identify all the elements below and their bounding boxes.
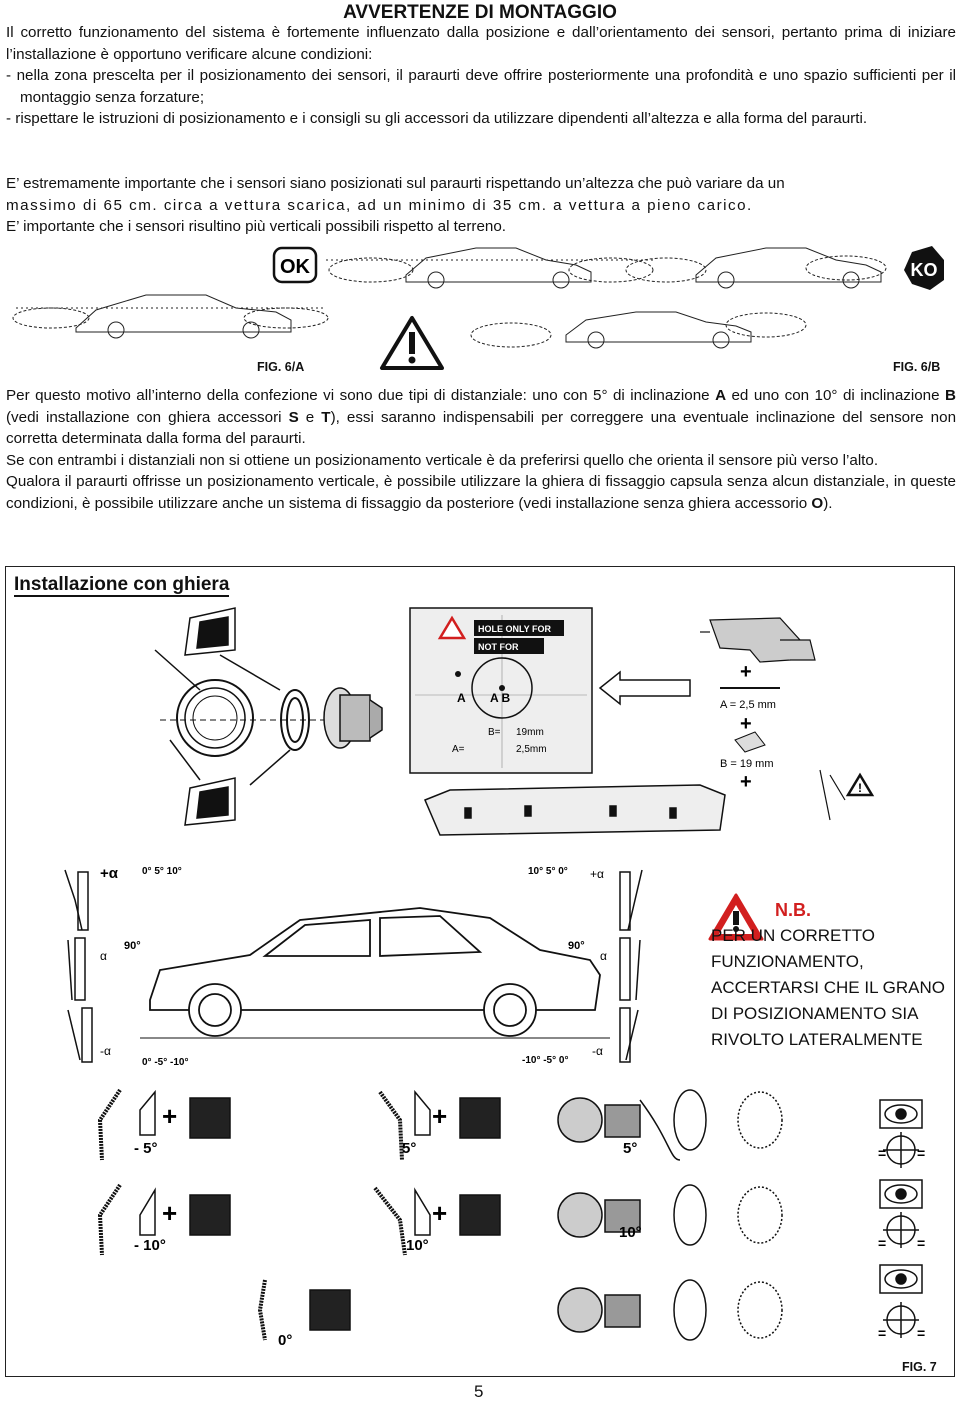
ok-badge-icon: OK <box>272 246 318 284</box>
page-number: 5 <box>474 1382 484 1401</box>
svg-text:0° 5° 10°: 0° 5° 10° <box>142 866 182 877</box>
svg-text:=: = <box>878 1145 886 1161</box>
bumper-cut-icon <box>154 607 291 826</box>
fig7-label: FIG. 7 <box>902 1360 937 1374</box>
svg-text:NOT FOR: NOT FOR <box>478 642 519 652</box>
svg-text:=: = <box>917 1235 925 1251</box>
bullet-depth: - nella zona prescelta per il posizionam… <box>6 67 956 106</box>
ring-side-icon <box>280 689 310 751</box>
svg-text:90°: 90° <box>568 940 585 952</box>
svg-text:=: = <box>917 1145 925 1161</box>
svg-text:+: + <box>162 1198 177 1228</box>
svg-text:19mm: 19mm <box>516 727 544 738</box>
intro-block: Il corretto funzionamento del sistema è … <box>6 22 956 130</box>
bumper-section-icon <box>97 1088 122 1161</box>
svg-text:90°: 90° <box>124 940 141 952</box>
left-bracket-icons <box>64 869 93 1063</box>
car-ko-top-illustration <box>625 247 887 289</box>
svg-text:+: + <box>432 1101 447 1131</box>
svg-text:-10° -5° 0°: -10° -5° 0° <box>522 1055 568 1066</box>
svg-text:A = 2,5 mm: A = 2,5 mm <box>720 699 776 711</box>
svg-text:5°: 5° <box>402 1140 416 1157</box>
right-bracket-icons <box>619 869 643 1063</box>
car-ko-low-illustration <box>470 311 807 349</box>
warning-small-icon <box>845 772 875 797</box>
fig7-frame <box>5 566 955 1377</box>
svg-text:+: + <box>740 771 752 793</box>
nb-title: N.B. <box>775 900 811 920</box>
nb-text: PER UN CORRETTO FUNZIONAMENTO, ACCERTARS… <box>711 926 945 1049</box>
fig6a-label: FIG. 6/A <box>257 360 305 374</box>
bullet-instructions: - rispettare le istruzioni di posizionam… <box>6 110 868 128</box>
svg-text:α: α <box>100 949 107 963</box>
arrow-left-icon <box>598 670 691 706</box>
bumper-icon <box>424 784 726 836</box>
height-block: E’ estremamente importante che i sensori… <box>6 173 956 238</box>
spacer-paragraph-2: Se con entrambi i distanziali non si ott… <box>6 451 879 469</box>
height-line-2: massimo di 65 cm. circa a vettura scaric… <box>6 196 753 214</box>
svg-text:- 5°: - 5° <box>134 1140 158 1157</box>
ko-badge-icon: KO <box>904 246 944 290</box>
svg-text:+: + <box>740 661 752 683</box>
nb-warning-icon <box>708 893 764 946</box>
svg-text:B=: B= <box>488 727 501 738</box>
sensor-icon <box>323 687 383 749</box>
fig6-diagram: OK KO <box>6 240 956 380</box>
ko-label: KO <box>911 260 938 280</box>
svg-text:+α: +α <box>590 867 604 881</box>
svg-text:5°: 5° <box>623 1140 637 1157</box>
svg-text:10° 5° 0°: 10° 5° 0° <box>528 866 568 877</box>
section-title: Installazione con ghiera <box>14 574 230 597</box>
drill-bit-cone-icon <box>734 731 766 753</box>
svg-text:HOLE ONLY FOR: HOLE ONLY FOR <box>478 624 552 634</box>
spacer-rows-diagram: + + + + - 5° 5° 5° - 10° 10° 10° 0° = = … <box>20 1080 950 1370</box>
svg-text:+: + <box>740 713 752 735</box>
car-angle-diagram: +α 0° 5° 10° 90° α -α 0° -5° -10° 10° 5°… <box>20 860 710 1075</box>
svg-text:2,5mm: 2,5mm <box>516 744 547 755</box>
svg-text:-α: -α <box>100 1044 111 1058</box>
drill-icon <box>700 617 816 663</box>
svg-text:- 10°: - 10° <box>134 1237 166 1254</box>
svg-text:=: = <box>917 1325 925 1341</box>
svg-text:10°: 10° <box>619 1224 642 1241</box>
drill-template-icon: HOLE ONLY FOR NOT FOR A A B B= 19mm A= 2… <box>409 607 593 774</box>
svg-text:!: ! <box>858 781 862 795</box>
svg-text:B = 19 mm: B = 19 mm <box>720 758 774 770</box>
sedan-icon <box>140 907 610 1039</box>
svg-text:10°: 10° <box>406 1237 429 1254</box>
svg-text:A: A <box>457 691 466 705</box>
ring-install-diagram: HOLE ONLY FOR NOT FOR A A B B= 19mm A= 2… <box>20 600 950 850</box>
fig6-svg: OK KO <box>12 246 944 370</box>
crosshair-icon <box>883 1132 919 1338</box>
wedge-icon <box>139 1089 156 1136</box>
svg-text:A=: A= <box>452 744 465 755</box>
angle-tool-icon <box>819 769 846 821</box>
svg-text:=: = <box>878 1325 886 1341</box>
svg-text:0°: 0° <box>278 1332 292 1349</box>
intro-text: Il corretto funzionamento del sistema è … <box>6 24 956 63</box>
sensor-block-icon <box>189 1097 231 1139</box>
spacer-block: Per questo motivo all’interno della conf… <box>6 385 956 515</box>
svg-text:-α: -α <box>592 1044 603 1058</box>
spacer-paragraph-1: Per questo motivo all’interno della conf… <box>6 387 957 448</box>
eye-icon <box>879 1099 923 1294</box>
page-title: AVVERTENZE DI MONTAGGIO <box>343 2 617 23</box>
svg-text:0° -5° -10°: 0° -5° -10° <box>142 1057 188 1068</box>
height-line-3: E’ importante che i sensori risultino pi… <box>6 218 507 236</box>
svg-text:A B: A B <box>490 691 511 705</box>
svg-text:α: α <box>600 949 607 963</box>
svg-text:+α: +α <box>100 865 119 882</box>
warning-icon <box>380 316 444 370</box>
spacer-paragraph-3: Qualora il paraurti offrisse un posizion… <box>6 473 956 512</box>
car-low-illustration <box>12 294 329 339</box>
fig6b-label: FIG. 6/B <box>893 360 941 374</box>
svg-text:=: = <box>878 1235 886 1251</box>
car-high-illustration <box>326 247 656 289</box>
ok-label: OK <box>280 256 311 278</box>
svg-text:+: + <box>162 1101 177 1131</box>
height-line-1: E’ estremamente importante che i sensori… <box>6 175 785 192</box>
ring-front-icon <box>160 679 375 757</box>
svg-text:+: + <box>432 1198 447 1228</box>
